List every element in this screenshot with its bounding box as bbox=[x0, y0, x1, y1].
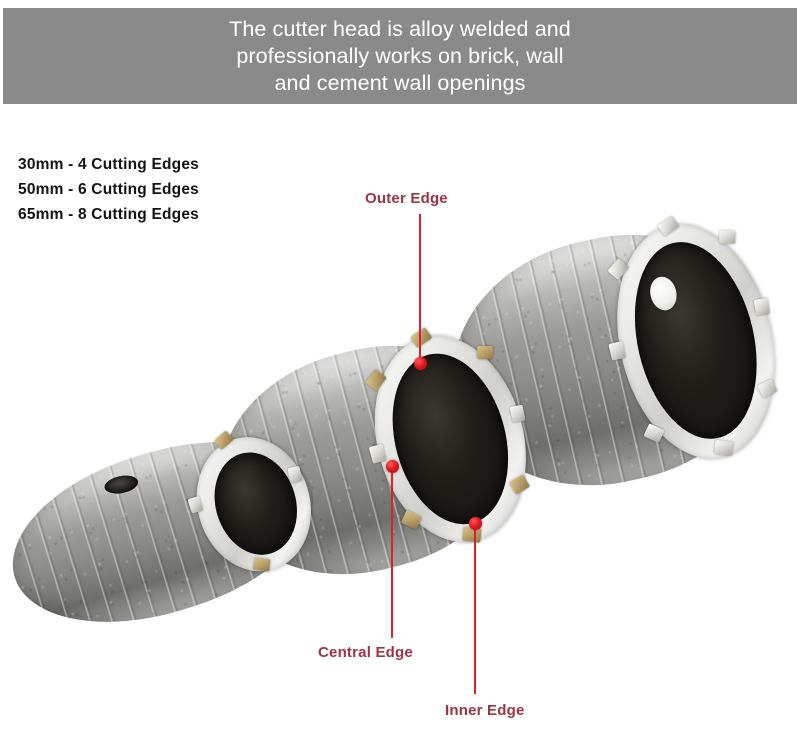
headline-banner: The cutter head is alloy welded and prof… bbox=[3, 8, 797, 104]
carbide-tooth bbox=[719, 230, 736, 244]
callout-dot-outer-edge bbox=[414, 357, 427, 370]
carbide-tooth bbox=[253, 557, 271, 572]
callout-leader-outer-edge bbox=[419, 214, 421, 364]
spec-line-30mm: 30mm - 4 Cutting Edges bbox=[18, 156, 199, 173]
callout-label-outer-edge: Outer Edge bbox=[365, 190, 448, 207]
callout-dot-central-edge bbox=[386, 460, 399, 473]
specification-list: 30mm - 4 Cutting Edges 50mm - 6 Cutting … bbox=[18, 152, 199, 227]
callout-label-inner-edge: Inner Edge bbox=[445, 702, 525, 719]
carbide-tooth bbox=[753, 297, 771, 316]
callout-leader-central-edge bbox=[391, 468, 393, 638]
spec-line-50mm: 50mm - 6 Cutting Edges bbox=[18, 181, 199, 198]
callout-leader-inner-edge bbox=[474, 526, 476, 694]
core-drill-bit-small bbox=[0, 410, 335, 654]
carbide-tooth bbox=[477, 345, 494, 360]
callout-label-central-edge: Central Edge bbox=[318, 644, 413, 661]
headline-text: The cutter head is alloy welded and prof… bbox=[229, 16, 571, 95]
carbide-tooth bbox=[713, 439, 734, 456]
callout-dot-inner-edge bbox=[469, 517, 482, 530]
spec-line-65mm: 65mm - 8 Cutting Edges bbox=[18, 206, 199, 223]
